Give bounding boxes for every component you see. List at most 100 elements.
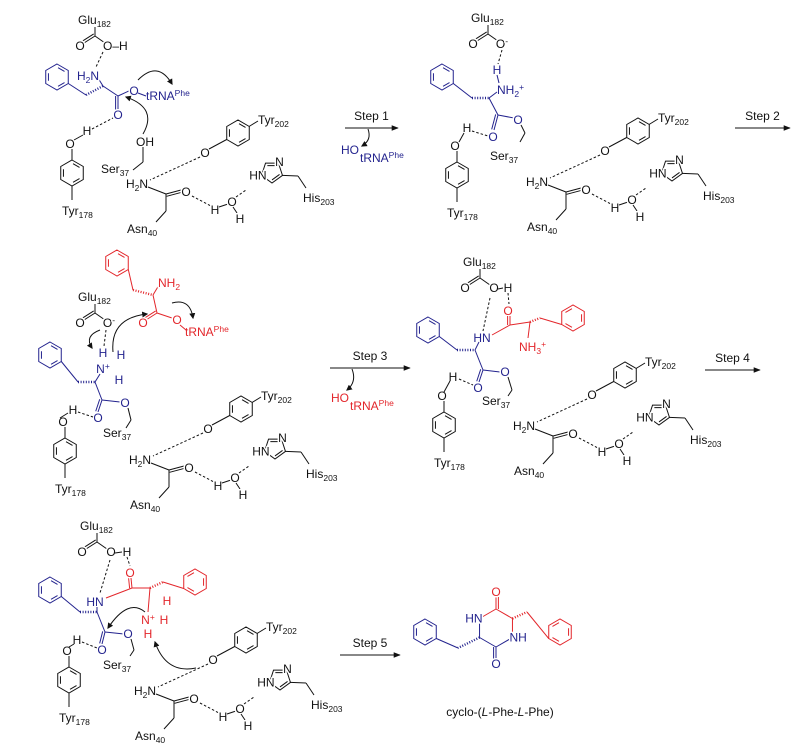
label-text: N	[147, 684, 156, 698]
label-text: Glu	[78, 13, 97, 27]
label-text: H	[623, 454, 632, 468]
bond	[300, 451, 310, 465]
residue-label-tyr178: Tyr178	[62, 204, 93, 220]
bond	[114, 551, 123, 554]
hydrogen-bond	[578, 437, 599, 449]
bond	[179, 324, 187, 331]
product-name: cyclo-(L-Phe-L-Phe)	[446, 705, 553, 719]
bond	[221, 479, 232, 484]
bond	[132, 161, 144, 171]
label-text: H	[126, 177, 135, 191]
label-supscript: Phe	[214, 324, 229, 334]
label-text: N	[96, 362, 105, 376]
label-text: O	[496, 37, 505, 51]
hydrogen-bond	[235, 189, 247, 198]
atom-label-h: H	[83, 124, 92, 138]
label-text: H	[163, 594, 172, 608]
atom-label-o: O	[123, 627, 132, 641]
double-bond	[128, 577, 133, 589]
phenyl-ring	[60, 159, 84, 187]
label-text: tRNA	[146, 89, 175, 103]
double-bond	[565, 187, 582, 195]
hydrogen-bond	[194, 471, 215, 483]
label-subscript: 178	[464, 212, 478, 222]
bond	[458, 132, 465, 143]
bond	[96, 611, 106, 633]
atom-label-o: O	[235, 702, 244, 716]
hashed-wedge-bond	[149, 580, 164, 590]
trna-label: tRNAPhe	[350, 398, 394, 413]
residue-label-tyr178: Tyr178	[55, 482, 86, 498]
label-text: Tyr	[62, 204, 79, 218]
atom-label-o: O	[138, 316, 147, 330]
hydrogen-bond	[152, 432, 204, 457]
phenyl-ring	[183, 568, 207, 596]
label-supscript: Phe	[389, 150, 404, 160]
label-subscript: 178	[72, 488, 86, 498]
residue-label-his: His203	[690, 433, 722, 449]
bond	[452, 83, 473, 99]
curved-arrow	[171, 301, 196, 320]
atom-label-ho: HO	[331, 391, 349, 405]
curved-arrow	[112, 311, 149, 353]
label-text: H	[129, 453, 138, 467]
bond	[507, 389, 513, 397]
curved-arrow	[153, 640, 197, 670]
label-text: Tyr	[266, 620, 283, 634]
atom-label-o: O	[627, 193, 636, 207]
bond	[436, 638, 459, 649]
residue-label-his: His203	[303, 191, 335, 207]
label-text: His	[303, 191, 320, 205]
atom-label-o: O	[181, 185, 190, 199]
label-subscript: 178	[79, 210, 93, 220]
atom-label-o: O	[172, 313, 181, 327]
double-bond	[491, 114, 499, 131]
hashed-wedge-bond	[85, 84, 104, 97]
label-text: O	[503, 304, 512, 318]
label-text: O	[468, 37, 477, 51]
label-text: N	[278, 431, 287, 445]
atom-label-h: H	[244, 719, 253, 733]
bond	[256, 627, 267, 634]
atom-label-o: O	[614, 437, 623, 451]
residue-label-his: His203	[311, 698, 343, 714]
label-text: H	[134, 684, 143, 698]
bond	[156, 312, 173, 319]
residue-label-tyr202: Tyr202	[261, 389, 292, 405]
label-text: H	[493, 63, 502, 77]
bond	[488, 91, 498, 99]
bond	[97, 77, 104, 87]
residue-label-ser: Ser37	[103, 658, 131, 674]
residue-label-tyr202: Tyr202	[258, 113, 289, 129]
hashed-wedge-bond	[511, 610, 528, 620]
atom-label-o: O	[125, 566, 134, 580]
trna-label: tRNAPhe	[360, 150, 404, 165]
bond	[305, 682, 315, 696]
atom-label-nh2: NH2	[158, 276, 180, 292]
label-text: O	[437, 389, 446, 403]
atom-label-o: O	[587, 388, 596, 402]
label-text: O	[129, 84, 138, 98]
step-label-5: Step 5	[353, 636, 388, 650]
label-text: H	[83, 124, 92, 138]
label-text: N	[283, 662, 292, 676]
atom-label-o: O	[473, 381, 482, 395]
label-text: Asn	[514, 464, 535, 478]
label-text: N	[526, 419, 535, 433]
double-bond	[476, 369, 484, 383]
atom-label-o: O	[460, 281, 469, 295]
label-text: HN	[465, 612, 482, 626]
double-bond	[495, 597, 499, 609]
imidazole-ring	[260, 162, 284, 184]
label-subscript: 182	[97, 19, 111, 29]
bond	[479, 637, 497, 648]
residue-label-ser: Ser37	[490, 149, 518, 165]
label-text: HN	[636, 410, 653, 424]
label-text: O	[75, 39, 84, 53]
label-text: H	[69, 403, 78, 417]
label-text: O	[58, 415, 67, 429]
bond	[226, 710, 237, 715]
atom-label-hn: HN	[86, 595, 103, 609]
bond	[211, 415, 230, 426]
